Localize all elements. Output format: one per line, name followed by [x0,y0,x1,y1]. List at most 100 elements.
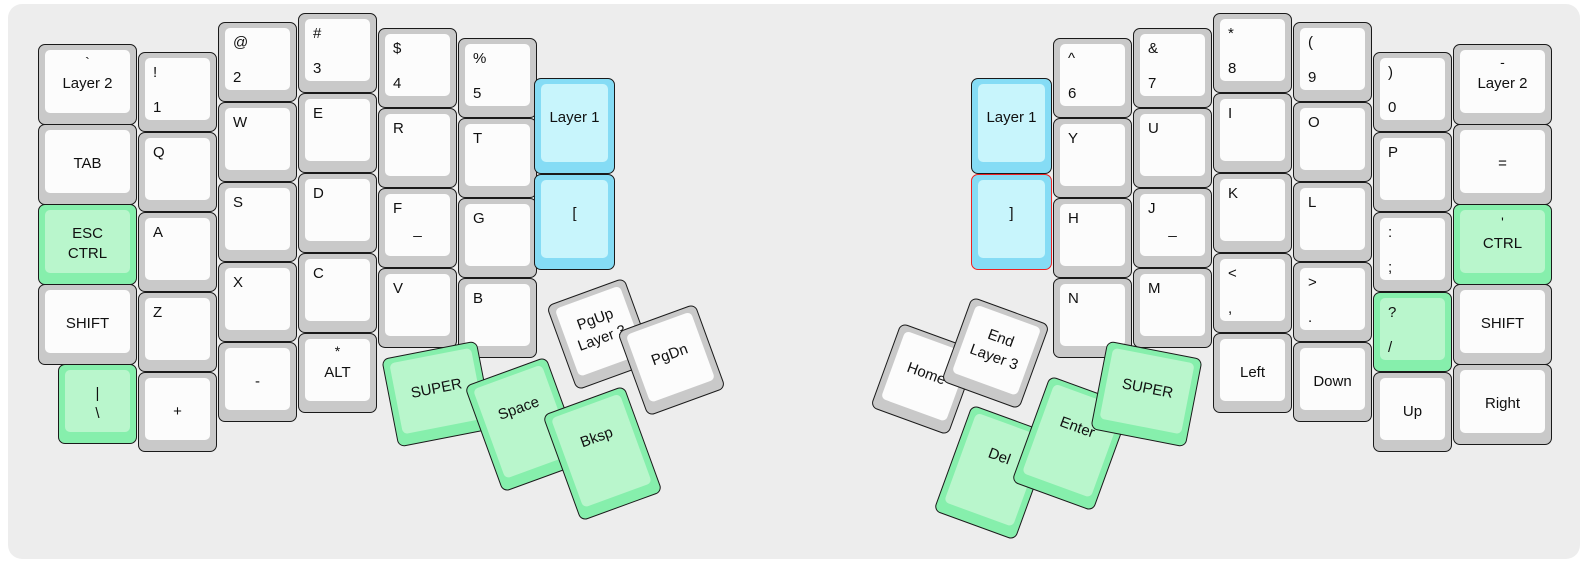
key-comma[interactable]: <, [1213,253,1292,333]
key-minus-cap: - [225,348,290,410]
key-s-label: S [233,194,244,211]
key-z[interactable]: Z [138,292,217,372]
key-equals[interactable]: = [1453,124,1552,205]
key-comma-label: < [1228,265,1237,282]
key-x[interactable]: X [218,262,297,342]
key-semicolon[interactable]: :; [1373,212,1452,292]
key-g[interactable]: G [458,198,537,278]
key-1[interactable]: !1 [138,52,217,132]
key-tab[interactable]: TAB [38,124,137,205]
key-down-arrow-label: Down [1313,373,1352,390]
key-8[interactable]: *8 [1213,13,1292,93]
key-t-label: T [473,130,483,147]
key-w[interactable]: W [218,102,297,182]
key-r[interactable]: R [378,108,457,188]
key-right-arrow[interactable]: Right [1453,364,1552,445]
key-minus-layer2[interactable]: - Layer 2 [1453,44,1552,125]
key-4-label: $ [393,40,402,57]
key-5[interactable]: %5 [458,38,537,118]
key-grave-layer2-cap: ` Layer 2 [45,50,130,113]
key-y[interactable]: Y [1053,118,1132,198]
key-q[interactable]: Q [138,132,217,212]
key-8-label: 8 [1228,60,1237,77]
key-h[interactable]: H [1053,198,1132,278]
key-o[interactable]: O [1293,102,1372,182]
key-slash[interactable]: ?/ [1373,292,1452,372]
key-left-arrow[interactable]: Left [1213,333,1292,413]
key-shift-left[interactable]: SHIFT [38,284,137,365]
key-up-arrow[interactable]: Up [1373,372,1452,452]
key-i[interactable]: I [1213,93,1292,173]
key-3[interactable]: #3 [298,13,377,93]
key-layer1-right-cap: Layer 1 [978,84,1045,162]
key-6-label: ^ [1068,50,1076,67]
key-quote-ctrl-label: ' [1501,214,1504,230]
key-p-label: P [1388,144,1399,161]
key-c-label: C [313,265,324,282]
key-layer1-right[interactable]: Layer 1 [971,78,1052,174]
key-grave-layer2-label: ` [85,54,90,70]
key-t[interactable]: T [458,118,537,198]
key-minus[interactable]: - [218,342,297,422]
key-9[interactable]: (9 [1293,22,1372,102]
key-c[interactable]: C [298,253,377,333]
key-asterisk-alt[interactable]: *ALT [298,333,377,413]
key-0-label: 0 [1388,99,1397,116]
key-minus-layer2-label: Layer 2 [1477,75,1528,92]
key-u[interactable]: U [1133,108,1212,188]
key-grave-layer2[interactable]: ` Layer 2 [38,44,137,125]
key-2[interactable]: @2 [218,22,297,102]
key-q-cap: Q [145,138,210,200]
key-k[interactable]: K [1213,173,1292,253]
key-quote-ctrl[interactable]: 'CTRL [1453,204,1552,285]
key-m-label: M [1148,280,1161,297]
key-semicolon-label: ; [1388,259,1393,276]
key-plus[interactable]: + [138,372,217,452]
key-1-label: ! [153,64,158,81]
key-super-right[interactable]: SUPER [1090,340,1203,448]
key-bracket-right[interactable]: ] [971,174,1052,270]
key-p[interactable]: P [1373,132,1452,212]
key-6[interactable]: ^6 [1053,38,1132,118]
key-e-label: E [313,105,324,122]
key-4[interactable]: $4 [378,28,457,108]
key-0[interactable]: )0 [1373,52,1452,132]
key-bracket-left[interactable]: [ [534,174,615,270]
key-period[interactable]: >. [1293,262,1372,342]
key-f[interactable]: F_ [378,188,457,268]
key-d[interactable]: D [298,173,377,253]
key-n-label: N [1068,290,1079,307]
key-l[interactable]: L [1293,182,1372,262]
key-e[interactable]: E [298,93,377,173]
key-i-label: I [1228,105,1233,122]
key-z-cap: Z [145,298,210,360]
key-s[interactable]: S [218,182,297,262]
key-plus-cap: + [145,378,210,440]
key-7[interactable]: &7 [1133,28,1212,108]
key-v[interactable]: V [378,268,457,348]
key-layer1-left[interactable]: Layer 1 [534,78,615,174]
key-j[interactable]: J_ [1133,188,1212,268]
key-m[interactable]: M [1133,268,1212,348]
key-b[interactable]: B [458,278,537,358]
key-n[interactable]: N [1053,278,1132,358]
key-semicolon-cap: :; [1380,218,1445,280]
key-b-cap: B [465,284,530,346]
key-down-arrow[interactable]: Down [1293,342,1372,422]
key-pipe-backslash[interactable]: |\ [58,364,137,444]
key-8-label: * [1228,25,1234,42]
key-i-cap: I [1220,99,1285,161]
key-a[interactable]: A [138,212,217,292]
key-right-arrow-label: Right [1484,395,1521,412]
key-left-arrow-label: Left [1239,364,1266,381]
key-shift-right[interactable]: SHIFT [1453,284,1552,365]
key-k-label: K [1228,185,1239,202]
key-grave-layer2-label: Layer 2 [62,75,113,92]
key-r-label: R [393,120,404,137]
key-l-cap: L [1300,188,1365,250]
key-minus-layer2-label: - [1500,54,1505,70]
key-1-label: 1 [153,99,162,116]
key-1-cap: !1 [145,58,210,120]
